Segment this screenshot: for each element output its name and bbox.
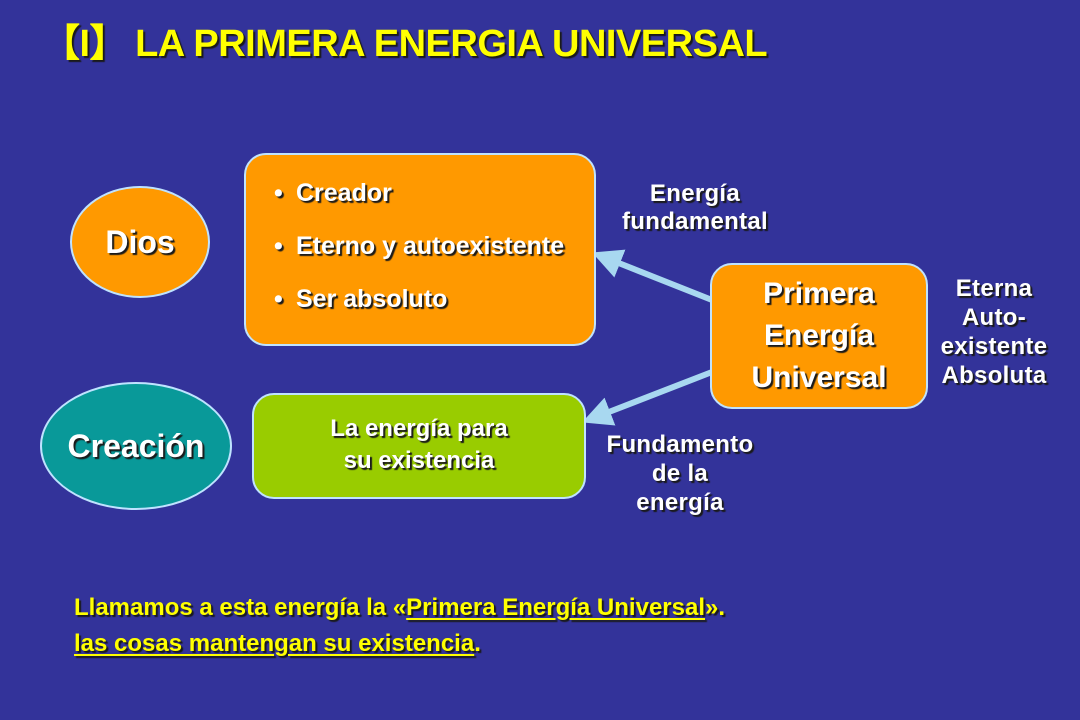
dios-label: Dios [105, 223, 175, 260]
label-line: Fundamento [606, 431, 754, 458]
label-line: de la [651, 460, 709, 487]
bottom-line-1: Llamamos a esta energía la «Primera Ener… [74, 590, 725, 626]
primera-line: Primera [763, 277, 875, 310]
bullet: • [274, 232, 283, 260]
page-title: 【I】LA PRIMERA ENERGIA UNIVERSAL [42, 14, 768, 74]
energia-fundamental-label: Energía fundamental [600, 180, 790, 236]
attributes-list: • Creador • Eterno y autoexistente • Ser ab… [274, 173, 564, 332]
label-line: Absoluta [941, 362, 1047, 389]
eterna-label: Eterna Auto- existente Absoluta [928, 274, 1060, 390]
primera-line: Universal [751, 361, 887, 394]
label-line: fundamental [622, 208, 768, 235]
bottom-line-2: las cosas mantengan su existencia. [74, 626, 725, 662]
creacion-label: Creación [67, 427, 205, 464]
energy-box-line: La energía para [330, 415, 508, 442]
attribute-item: • Creador [274, 173, 564, 226]
attribute-item: • Eterno y autoexistente [274, 226, 564, 279]
fundamento-label: Fundamento de la energía [585, 430, 775, 517]
attribute-text: Creador [296, 179, 392, 207]
label-line: existente [940, 333, 1048, 360]
bullet: • [274, 179, 283, 207]
energy-box: La energía para su existencia [252, 393, 586, 499]
bottom-text-part: ». [705, 594, 726, 621]
arrow-to-attributes [592, 249, 714, 303]
bullet: • [274, 285, 283, 313]
primera-line: Energía [763, 319, 875, 352]
creacion-ellipse: Creación [40, 382, 232, 510]
attribute-text: Eterno y autoexistente [296, 232, 565, 260]
bottom-text-part: . [474, 630, 481, 657]
attributes-box: • Creador • Eterno y autoexistente • Ser ab… [244, 153, 596, 346]
attribute-item: • Ser absoluto [274, 279, 564, 332]
energy-box-line: su existencia [343, 447, 495, 474]
label-line: Auto- [961, 304, 1027, 331]
bottom-text-underlined: Primera Energía Universal [406, 594, 705, 621]
dios-ellipse: Dios [70, 186, 210, 298]
energy-box-text: La energía para su existencia [254, 413, 584, 477]
primera-energia-box: Primera Energía Universal [710, 263, 928, 409]
title-text: LA PRIMERA ENERGIA UNIVERSAL [135, 23, 768, 65]
label-line: Energía [649, 180, 741, 207]
bottom-text-underlined: las cosas mantengan su existencia [74, 630, 475, 657]
label-line: Eterna [955, 275, 1033, 302]
attribute-text: Ser absoluto [296, 285, 448, 313]
title-bracket: 【I】 [42, 23, 128, 65]
bottom-text-part: Llamamos a esta energía la « [74, 594, 407, 621]
bottom-text: Llamamos a esta energía la «Primera Ener… [74, 590, 725, 662]
label-line: energía [636, 489, 724, 516]
arrow-to-energy-box [582, 369, 714, 426]
